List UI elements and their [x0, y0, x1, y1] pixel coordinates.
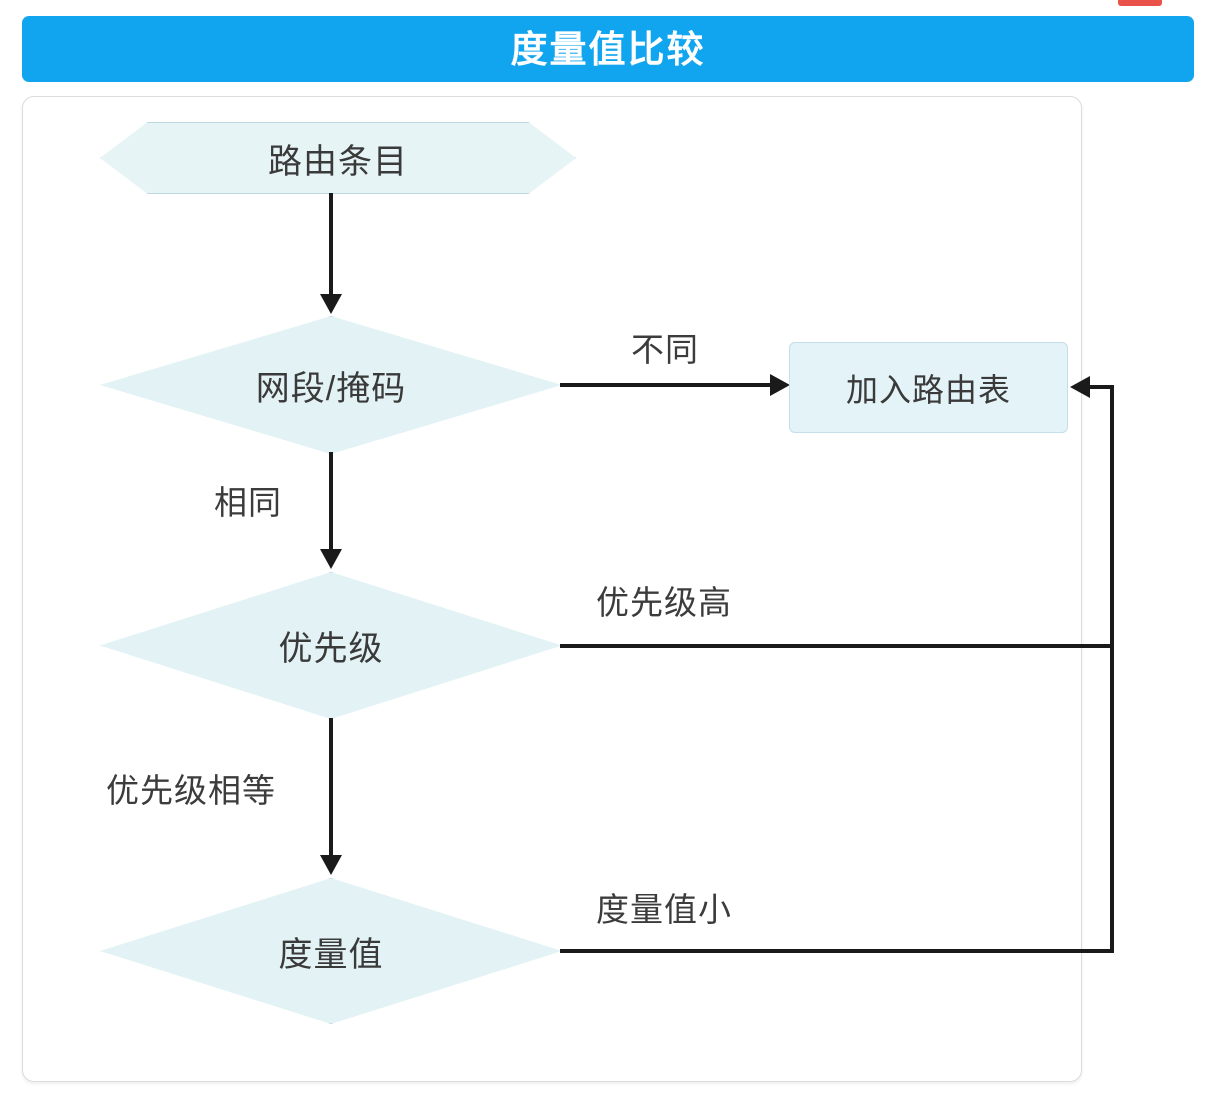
edge-label-equal-priority: 优先级相等: [106, 772, 276, 809]
node-metric-label: 度量值: [278, 935, 384, 974]
edge-metric-to-return-bus: [560, 949, 1114, 953]
node-add-to-table-label: 加入路由表: [845, 371, 1011, 408]
node-metric[interactable]: 度量值: [100, 878, 562, 1024]
hexagon-shape: [100, 122, 576, 194]
arrowhead-to-metric: [320, 855, 342, 875]
header-bar: 度量值比较: [22, 16, 1194, 82]
node-netmask[interactable]: 网段/掩码: [100, 316, 562, 454]
arrowhead-to-netmask: [320, 294, 342, 314]
edge-label-different: 不同: [631, 331, 699, 368]
node-route-entry[interactable]: 路由条目: [100, 122, 576, 194]
edge-route-entry-to-netmask: [329, 193, 333, 297]
edge-label-lower-metric: 度量值小: [596, 891, 732, 928]
arrowhead-to-priority: [320, 549, 342, 569]
edge-label-higher-priority: 优先级高: [596, 584, 732, 621]
node-add-to-table[interactable]: 加入路由表: [789, 342, 1068, 433]
node-priority-label: 优先级: [278, 630, 384, 668]
edge-label-same: 相同: [214, 484, 282, 521]
node-netmask-label: 网段/掩码: [255, 369, 407, 408]
return-bus-top-horizontal: [1090, 385, 1114, 389]
edge-priority-to-return-bus: [560, 644, 1114, 648]
arrowhead-to-add-table-left: [770, 374, 790, 396]
top-right-tab-decoration: [1118, 0, 1162, 6]
edge-netmask-to-priority: [329, 452, 333, 552]
arrowhead-to-add-table-right: [1070, 376, 1090, 398]
node-priority[interactable]: 优先级: [100, 572, 562, 719]
edge-priority-to-metric: [329, 718, 333, 858]
page-title: 度量值比较: [510, 28, 706, 70]
edge-netmask-to-add-table: [560, 383, 774, 387]
diagram-panel: [22, 96, 1082, 1082]
return-bus-vertical: [1110, 385, 1114, 953]
node-route-entry-label: 路由条目: [268, 142, 408, 181]
